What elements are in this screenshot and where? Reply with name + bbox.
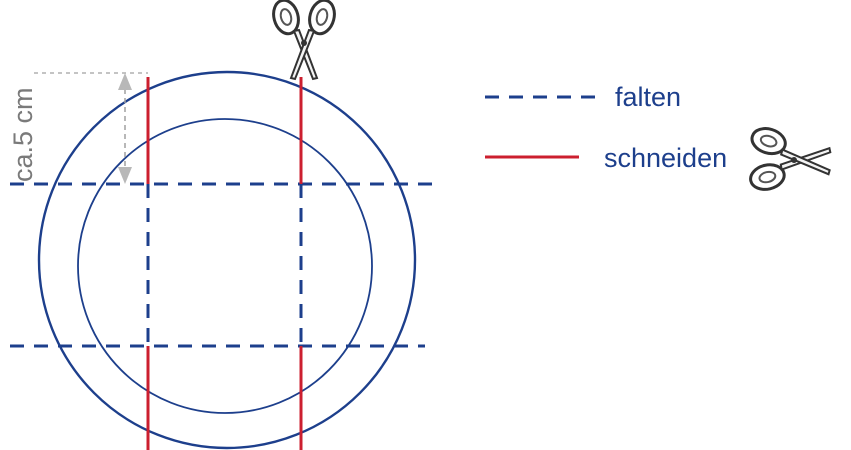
- legend-cut-label: schneiden: [604, 145, 727, 172]
- inner-circle: [78, 119, 372, 413]
- scissors-icon: [747, 124, 831, 195]
- legend-fold-label: falten: [615, 84, 681, 111]
- circle-template: [39, 72, 415, 448]
- dimension-label: ca.5 cm: [10, 87, 37, 182]
- cut-lines: [148, 77, 301, 450]
- dimension-arrow-top: [118, 73, 132, 90]
- scissors-icon: [270, 0, 338, 79]
- outer-circle: [39, 72, 415, 448]
- dimension-arrow-bottom: [118, 167, 132, 184]
